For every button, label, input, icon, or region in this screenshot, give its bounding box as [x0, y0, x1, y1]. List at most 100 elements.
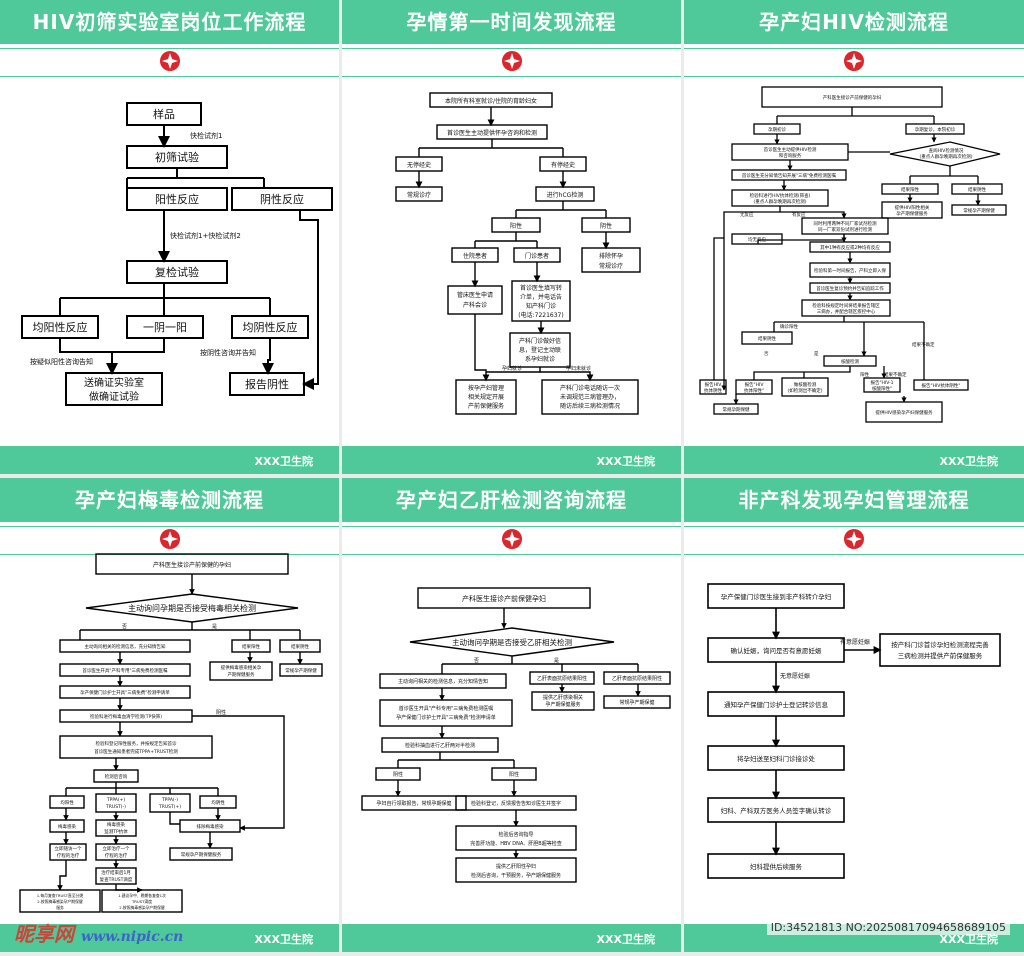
- node-treat-b-2: 疗程的治疗: [105, 852, 128, 859]
- node-pos: 阳性: [509, 771, 519, 778]
- flowchart: 产科医生接诊产前保健孕妇 主动询问孕期是否接受乙肝相关检测 主动询问相关的检测信…: [361, 587, 671, 883]
- node-one-reactive: 其中1种有反应或2种均有反应: [820, 244, 880, 251]
- node-treat-a: 立即随访一个: [55, 845, 82, 852]
- node-followup-2: 未调规范三病管理办，: [560, 393, 620, 401]
- node-pos-service-2: 孕产期保健服务: [896, 210, 928, 217]
- node-monthly: 1.每月复查TRUST直至分娩: [37, 893, 84, 898]
- label-visited: 孕妇就诊: [502, 365, 522, 372]
- node-receive: 产科医生接诊产前保健的孕妇: [823, 94, 882, 101]
- node-order-2: 孕产保健门诊护士开具"三病免费"检测申请单: [396, 714, 496, 721]
- divider: [342, 48, 681, 49]
- node-routine: 常规诊疗: [407, 191, 431, 199]
- red-cross-icon: [160, 529, 180, 549]
- panel-hepb-test: 孕产妇乙肝检测咨询流程: [342, 478, 681, 952]
- node-positive: 阳性反应: [155, 192, 199, 206]
- node-inpatient: 住院患者: [463, 252, 487, 260]
- panel-hiv-test: 孕产妇HIV检测流程: [684, 0, 1024, 474]
- watermark-logo: 昵享网 www.nipic.cn: [14, 918, 183, 947]
- node-receive: 产科医生接诊产前保健的孕妇: [153, 561, 231, 569]
- node-mid-late-2: TRUST滴度: [131, 899, 152, 904]
- node-routine: 常规孕产期保健: [285, 667, 317, 674]
- node-ask-hepb: 主动询问孕期是否接受乙肝相关检测: [452, 637, 572, 647]
- node-mid-late-3: 2.按照梅毒感染孕产期保健: [119, 905, 165, 910]
- panel-syphilis-test: 孕产妇梅毒检测流程: [0, 478, 339, 952]
- node-monthly-2: 2.按照梅毒感染孕产期保健: [37, 899, 83, 904]
- node-rep-hiv1-2: 核酸阳性": [872, 385, 892, 392]
- node-escort: 将孕妇送至妇科门诊接诊处: [737, 754, 816, 763]
- label-not-visited: 孕妇未就诊: [566, 365, 591, 372]
- node-monitor-2: 监测TP抗体: [104, 828, 128, 835]
- red-cross-icon: [160, 51, 180, 71]
- node-recheck-2: 复查TRUST滴度: [100, 876, 133, 883]
- node-order: 首诊医生开具"产科专用"三病免费检测医嘱: [399, 705, 494, 712]
- node-res-neg: 结果阴性: [968, 186, 986, 193]
- node-pos-service-2: 孕产期保健服务: [545, 701, 580, 708]
- red-cross-icon: [844, 51, 864, 71]
- flowchart: 本院所有科室就诊/住院的育龄妇女 首诊医生主动提供怀孕咨询和检测 无停经史 有停…: [395, 92, 641, 415]
- node-routine-prenatal: 常规孕期保健: [723, 406, 750, 413]
- label-yes: 是: [212, 624, 217, 630]
- label-negative: 阴性: [216, 709, 226, 716]
- divider: [342, 526, 681, 527]
- node-first-visit-2: 三病检测并提供产前保健服务: [898, 651, 983, 660]
- node-order: 首诊医生开具"产科专用"三病免费检测医嘱: [82, 667, 168, 674]
- node-pos-care: 提供乙肝阳性孕妇: [496, 863, 536, 870]
- node-both-pos: 均阳性: [60, 799, 74, 806]
- node-confirm-lab-2: 做确证试验: [89, 390, 139, 403]
- node-dual-kit-2: 同一厂家双份试剂进行检测: [818, 226, 872, 233]
- node-referral-3: 知产科门诊: [526, 302, 556, 310]
- node-counsel: 检测后咨询: [105, 773, 128, 780]
- label-none: 无反应: [740, 211, 754, 218]
- node-offer-test: 首诊医生主动提供怀孕咨询和检测: [447, 129, 537, 137]
- node-hcg-neg: 阴性: [600, 222, 612, 230]
- label-no: 否: [122, 624, 127, 630]
- label-intend: 有意愿妊娠: [840, 638, 870, 646]
- watermark-url: www.nipic.cn: [80, 929, 184, 945]
- label-neg-inform: 按阴性咨询并告知: [200, 348, 256, 357]
- label-kit1: 快检试剂1: [190, 131, 222, 140]
- node-retest: 复检试验: [155, 265, 199, 279]
- panel-footer: XXX卫生院: [342, 446, 681, 474]
- node-tppa-neg-2: TRUST(+): [158, 804, 181, 810]
- node-res-pos: 结果阳性: [901, 186, 919, 193]
- node-res-pos: 乙肝表面抗原结果阳性: [537, 675, 587, 682]
- divider: [342, 76, 681, 77]
- node-routine-service: 常规孕产期保健服务: [181, 851, 222, 858]
- panel-footer: XXX卫生院: [0, 446, 339, 474]
- node-all-none: 均无反应: [748, 236, 766, 243]
- panel-pregnancy-discovery: 孕情第一时间发现流程: [342, 0, 681, 474]
- label-kit12: 快检试剂1+快检试剂2: [170, 231, 241, 240]
- divider: [684, 526, 1024, 527]
- footer-text: XXX卫生院: [254, 933, 313, 946]
- node-lab-screen: 检验科进行HIV抗体检测(筛查): [750, 192, 811, 199]
- flowchart: 产科医生接诊产前保健的孕妇 主动询问孕期是否接受梅毒相关检测 结果阳性 结果阴性…: [19, 553, 323, 913]
- footer-text: XXX卫生院: [596, 933, 655, 946]
- node-referral-2: 介单，并电话告: [520, 293, 562, 301]
- node-referral-4: (电话:7221637): [518, 311, 563, 319]
- label-uncertain-2: 结果不确定: [884, 371, 907, 378]
- node-rep-hiv1: 报告"HIV-1: [870, 379, 893, 386]
- divider: [0, 48, 339, 49]
- panel-title: 孕情第一时间发现流程: [342, 0, 681, 44]
- node-inform: 主动询问相关的检测信息，充分知情告知: [398, 678, 488, 685]
- footer-text: XXX卫生院: [254, 455, 313, 468]
- red-cross-icon: [502, 51, 522, 71]
- node-check-record-2: (重点人群孕晚期再次检测): [919, 153, 972, 160]
- node-hcg-pos: 阳性: [510, 222, 522, 230]
- node-all-women: 本院所有科室就诊/住院的育龄妇女: [445, 97, 537, 105]
- node-mid-late: 1.建议孕中、晚期各复查1次: [118, 893, 166, 898]
- node-rep-pos: 报告"HIV: [745, 381, 765, 388]
- red-cross-icon: [502, 529, 522, 549]
- label-no: 否: [764, 351, 769, 357]
- node-report-district-2: 三病办，并配合辖区疾控中心: [817, 308, 876, 315]
- divider: [342, 554, 681, 555]
- flowchart: 样品 初筛试验 阳性反应 阴性反应 复检试验 均阳性反应 一阴一阳 均阴性反应 …: [21, 102, 333, 406]
- node-treat-b: 立即治疗一个: [103, 845, 130, 852]
- node-treat-a-2: 疗程的治疗: [57, 852, 80, 859]
- node-register: 产科门诊做好信: [519, 337, 561, 345]
- node-all-negative: 均阴性反应: [243, 320, 298, 334]
- node-exclude: 排除梅毒感染: [197, 823, 224, 830]
- node-tppa-pos-2: TRUST(-): [105, 804, 126, 810]
- node-tp: 检验科进行梅毒血清学检测(TP快筛): [90, 713, 162, 720]
- node-register-2: 首诊医生通知患者完成TPPA+TRUST检测: [94, 748, 178, 755]
